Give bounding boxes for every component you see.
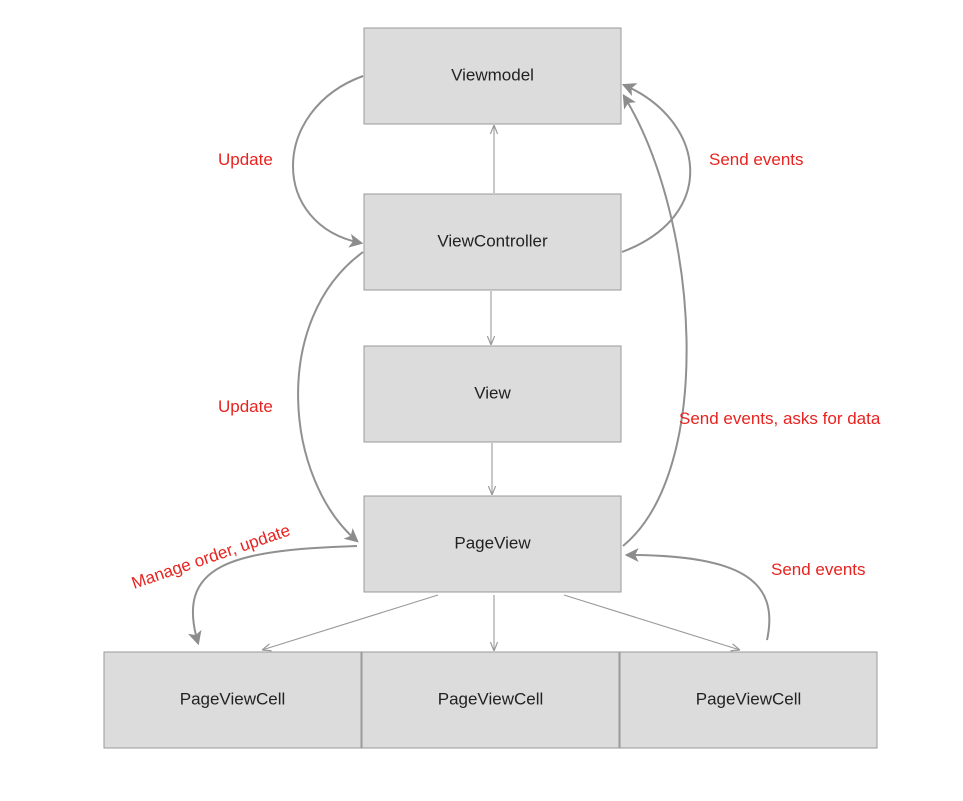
pageview-to-cell-right-arrow [563, 594, 740, 650]
pageviewcell-middle-label: PageViewCell [438, 689, 544, 708]
update-viewcontroller-curve [292, 75, 364, 248]
send-events-asks-for-data-curve [622, 94, 688, 547]
pageviewcell-middle-box: PageViewCell [361, 651, 620, 749]
pageview-label: PageView [454, 533, 531, 552]
send-events-asks-for-data-label: Send events, asks for data [679, 409, 881, 428]
viewcontroller-box: ViewController [363, 193, 622, 291]
pageviewcell-left-box: PageViewCell [103, 651, 362, 749]
pageviewcell-right-box: PageViewCell [619, 651, 878, 749]
view-box: View [363, 345, 622, 443]
viewmodel-label: Viewmodel [451, 65, 534, 84]
manage-order-curve [187, 545, 358, 646]
send-events-label-bottom: Send events [771, 560, 866, 579]
pageviewcell-left-label: PageViewCell [180, 689, 286, 708]
view-label: View [474, 383, 511, 402]
update-label-top: Update [218, 150, 273, 169]
pageviewcell-right-label: PageViewCell [696, 689, 802, 708]
viewcontroller-label: ViewController [437, 231, 548, 250]
send-events-pageview-curve [624, 548, 771, 641]
send-events-label-top: Send events [709, 150, 804, 169]
viewmodel-box: Viewmodel [363, 27, 622, 125]
update-pageview-curve [297, 251, 364, 543]
manage-order-update-label: Manage order, update [129, 521, 292, 593]
pageview-box: PageView [363, 495, 622, 593]
pageview-to-cell-left-arrow [262, 594, 439, 650]
send-events-viewmodel-curve [621, 83, 692, 253]
update-label-middle: Update [218, 397, 273, 416]
